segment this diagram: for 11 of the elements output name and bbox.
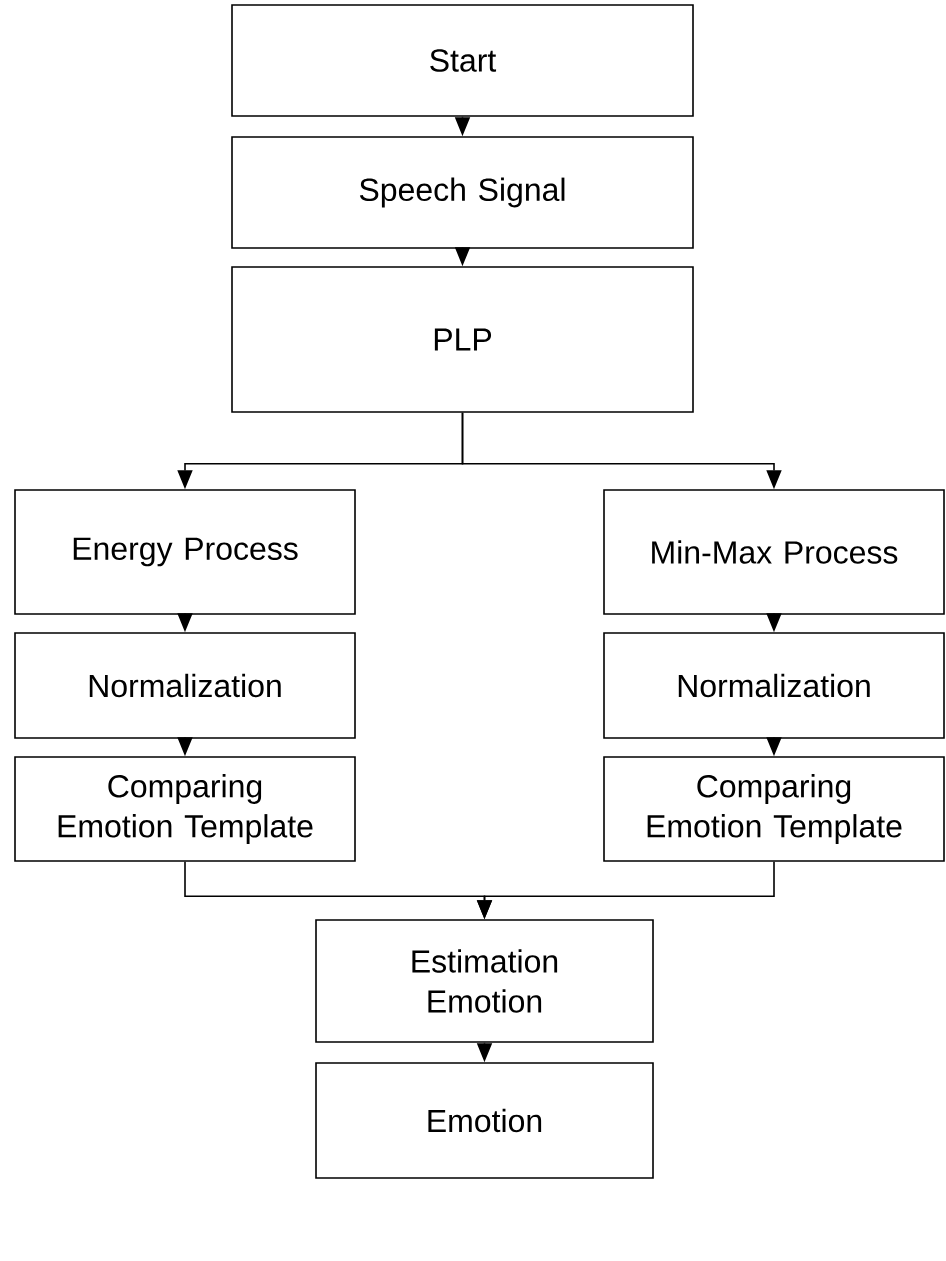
process-box: Normalization — [14, 632, 356, 739]
process-box: Emotion — [315, 1062, 654, 1179]
process-box: Comparing Emotion Template — [603, 756, 945, 862]
process-box: Min-Max Process — [603, 489, 945, 615]
process-box: Comparing Emotion Template — [14, 756, 356, 862]
process-box: Energy Process — [14, 489, 356, 615]
process-box: PLP — [231, 266, 694, 413]
process-box: Start — [231, 4, 694, 117]
process-box: Speech Signal — [231, 136, 694, 249]
process-box: Normalization — [603, 632, 945, 739]
process-box: Estimation Emotion — [315, 919, 654, 1043]
